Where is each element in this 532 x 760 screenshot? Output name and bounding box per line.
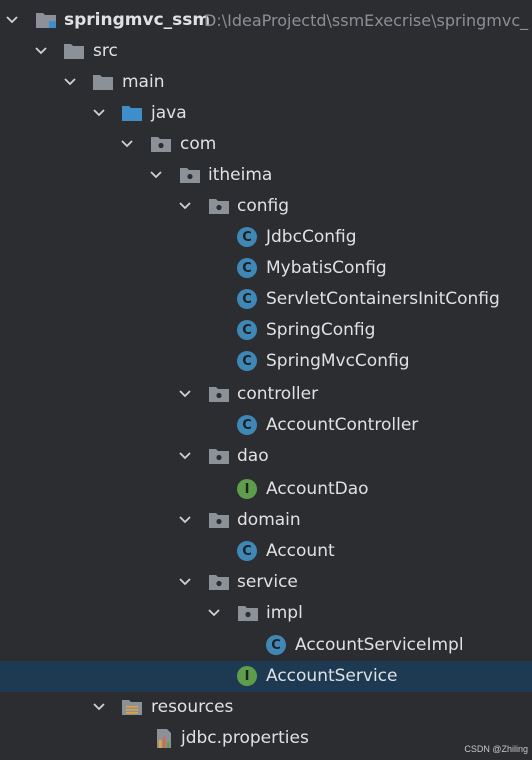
- chevron-down-icon[interactable]: [63, 75, 77, 89]
- tree-row-class[interactable]: C SpringMvcConfig: [0, 346, 532, 377]
- class-icon: C: [237, 541, 257, 561]
- tree-label-class: SpringMvcConfig: [266, 351, 410, 371]
- module-folder-icon: [35, 10, 56, 30]
- tree-row-com[interactable]: com: [0, 129, 532, 160]
- chevron-down-icon[interactable]: [149, 168, 163, 182]
- tree-row-class[interactable]: C Account: [0, 536, 532, 567]
- tree-label-class: AccountServiceImpl: [295, 635, 464, 655]
- package-icon: [150, 134, 171, 154]
- tree-label-resources: resources: [151, 697, 234, 717]
- tree-label-src: src: [93, 41, 118, 61]
- class-icon: C: [237, 289, 257, 309]
- class-icon: C: [237, 351, 257, 371]
- tree-label-class: SpringConfig: [266, 320, 376, 340]
- interface-icon: I: [237, 479, 257, 499]
- tree-label-com: com: [180, 134, 217, 154]
- tree-label-file: jdbc.properties: [181, 728, 309, 748]
- tree-row-controller[interactable]: controller: [0, 379, 532, 410]
- chevron-down-icon[interactable]: [178, 199, 192, 213]
- tree-row-service[interactable]: service: [0, 567, 532, 598]
- tree-label-class: Account: [266, 541, 335, 561]
- tree-row-interface[interactable]: I AccountDao: [0, 474, 532, 505]
- folder-icon: [92, 72, 113, 92]
- tree-row-class[interactable]: C AccountController: [0, 410, 532, 441]
- tree-row-itheima[interactable]: itheima: [0, 160, 532, 191]
- tree-label-service: service: [237, 572, 298, 592]
- class-icon: C: [237, 258, 257, 278]
- tree-row-class[interactable]: C ServletContainersInitConfig: [0, 284, 532, 315]
- chevron-down-icon[interactable]: [178, 575, 192, 589]
- tree-row-src[interactable]: src: [0, 36, 532, 67]
- tree-row-class[interactable]: C MybatisConfig: [0, 253, 532, 284]
- chevron-down-icon[interactable]: [120, 137, 134, 151]
- tree-row-class[interactable]: C SpringConfig: [0, 315, 532, 346]
- chevron-down-icon[interactable]: [178, 449, 192, 463]
- tree-label-itheima: itheima: [208, 165, 273, 185]
- tree-label-domain: domain: [237, 510, 301, 530]
- tree-row-java[interactable]: java: [0, 98, 532, 129]
- watermark: CSDN @Zhiling: [464, 744, 528, 754]
- tree-label-dao: dao: [237, 446, 269, 466]
- chevron-down-icon[interactable]: [207, 606, 221, 620]
- tree-row-main[interactable]: main: [0, 67, 532, 98]
- chevron-down-icon[interactable]: [178, 387, 192, 401]
- project-name: springmvc_ssm: [64, 10, 211, 30]
- tree-label-main: main: [122, 72, 165, 92]
- folder-icon: [63, 41, 84, 61]
- chevron-down-icon[interactable]: [92, 700, 106, 714]
- tree-label-class: JdbcConfig: [266, 227, 357, 247]
- tree-row-config[interactable]: config: [0, 191, 532, 222]
- class-icon: C: [237, 415, 257, 435]
- package-icon: [208, 446, 229, 466]
- package-icon: [237, 603, 258, 623]
- package-icon: [208, 572, 229, 592]
- resources-folder-icon: [121, 697, 142, 717]
- tree-row-properties-file[interactable]: jdbc.properties: [0, 723, 532, 754]
- class-icon: C: [237, 320, 257, 340]
- tree-label-interface: AccountService: [266, 666, 398, 686]
- tree-row-impl[interactable]: impl: [0, 598, 532, 629]
- project-path: D:\IdeaProjectd\ssmExecrise\springmvc_: [204, 11, 529, 30]
- tree-row-resources[interactable]: resources: [0, 692, 532, 723]
- tree-row-interface-selected[interactable]: I AccountService: [0, 661, 532, 692]
- tree-row-class[interactable]: C AccountServiceImpl: [0, 630, 532, 661]
- tree-row-dao[interactable]: dao: [0, 441, 532, 472]
- package-icon: [208, 384, 229, 404]
- tree-label-class: AccountController: [266, 415, 419, 435]
- class-icon: C: [266, 635, 286, 655]
- package-icon: [208, 196, 229, 216]
- package-icon: [179, 165, 200, 185]
- tree-label-impl: impl: [266, 603, 303, 623]
- tree-label-class: ServletContainersInitConfig: [266, 289, 500, 309]
- tree-label-class: MybatisConfig: [266, 258, 387, 278]
- tree-label-config: config: [237, 196, 290, 216]
- chevron-down-icon[interactable]: [34, 44, 48, 58]
- tree-label-controller: controller: [237, 384, 319, 404]
- class-icon: C: [237, 227, 257, 247]
- tree-label-interface: AccountDao: [266, 479, 369, 499]
- chevron-down-icon[interactable]: [92, 106, 106, 120]
- tree-row-project[interactable]: springmvc_ssm D:\IdeaProjectd\ssmExecris…: [0, 5, 532, 36]
- source-folder-icon: [121, 103, 142, 123]
- interface-icon: I: [237, 666, 257, 686]
- properties-file-icon: [153, 728, 173, 748]
- tree-row-class[interactable]: C JdbcConfig: [0, 222, 532, 253]
- tree-row-domain[interactable]: domain: [0, 505, 532, 536]
- package-icon: [208, 510, 229, 530]
- tree-label-java: java: [151, 103, 187, 123]
- chevron-down-icon[interactable]: [5, 13, 19, 27]
- chevron-down-icon[interactable]: [178, 513, 192, 527]
